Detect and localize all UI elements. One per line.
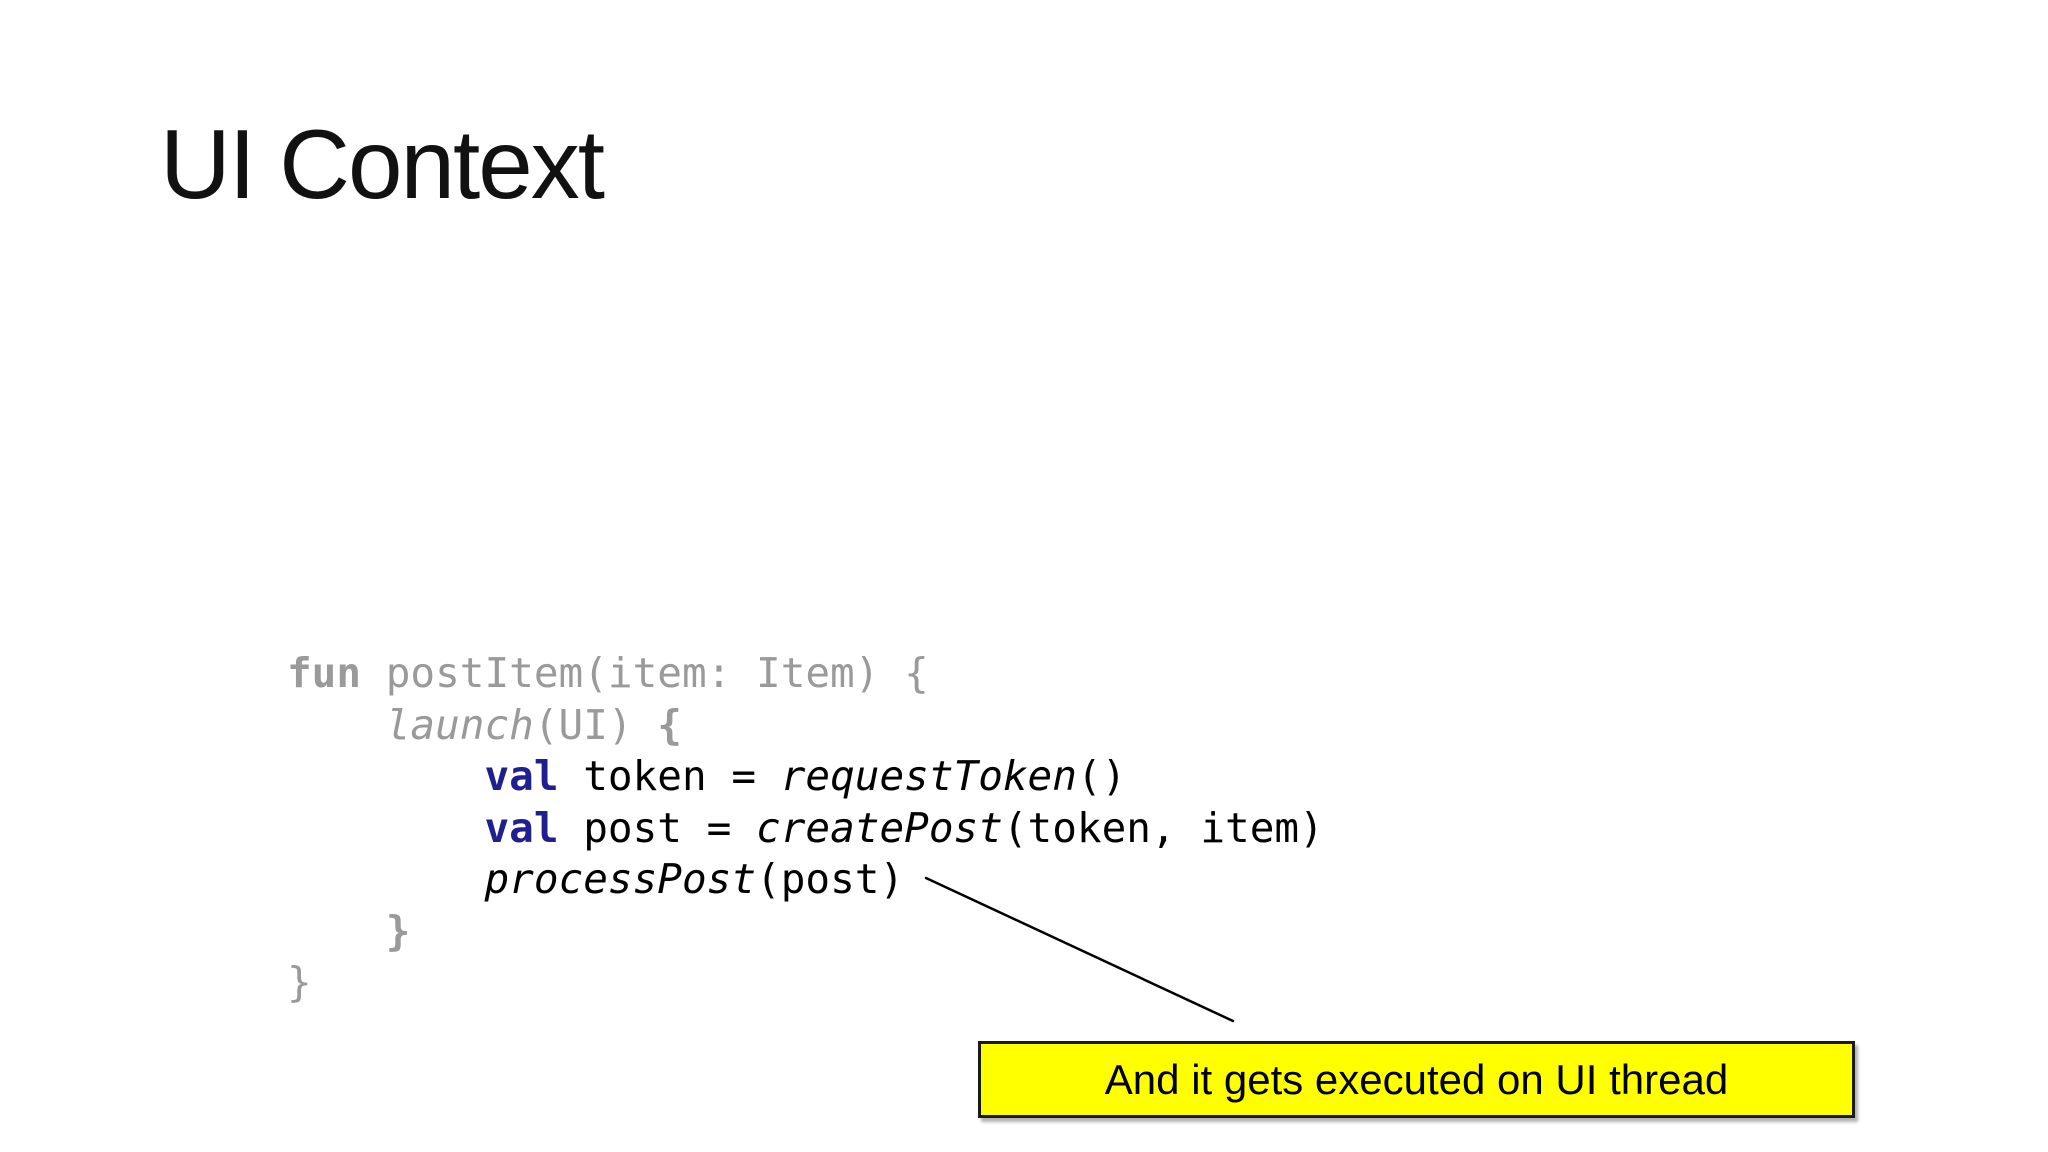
slide-title: UI Context bbox=[160, 109, 605, 219]
code-line: val post = createPost(token, item) bbox=[484, 803, 1324, 852]
code-line: val token = requestToken() bbox=[484, 752, 1127, 800]
callout-box: And it gets executed on UI thread bbox=[978, 1041, 1855, 1118]
code-line: processPost(post) bbox=[484, 855, 905, 903]
code-line: } bbox=[287, 958, 312, 1006]
code-block: fun postItem(item: Item) { launch(UI) { … bbox=[287, 648, 1324, 1009]
code-line: fun postItem(item: Item) { bbox=[287, 649, 929, 697]
code-line: } bbox=[287, 906, 411, 955]
code-line: launch(UI) { bbox=[385, 700, 682, 749]
callout-label: And it gets executed on UI thread bbox=[1104, 1055, 1729, 1103]
